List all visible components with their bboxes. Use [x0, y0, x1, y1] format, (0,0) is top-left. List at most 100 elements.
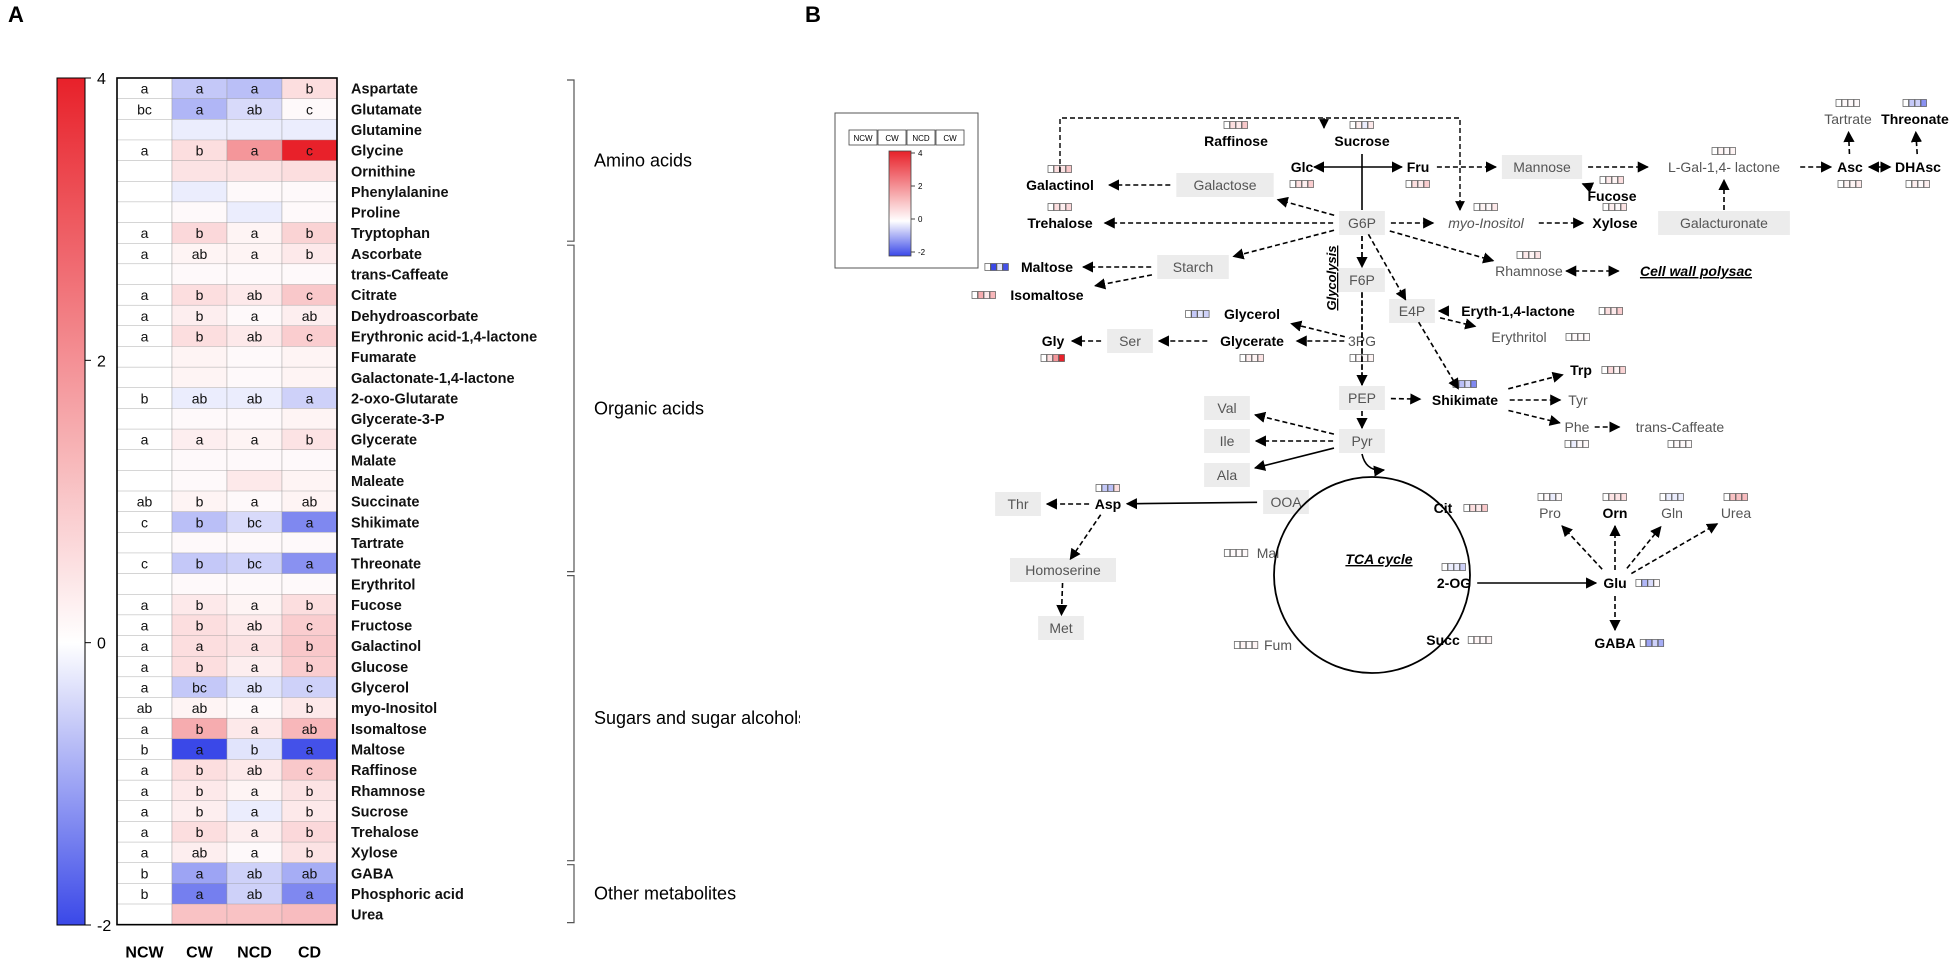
pathway-node-transcaff-color-box	[1685, 440, 1692, 448]
significance-letter: b	[306, 81, 314, 97]
pathway-node-xylose-color-box	[1614, 203, 1621, 211]
pathway-node-xylose: Xylose	[1592, 215, 1637, 231]
pathway-node-glu-color-box	[1653, 579, 1660, 587]
pathway-node-galactinol: Galactinol	[1026, 177, 1094, 193]
pathway-node-trp-color-box	[1607, 366, 1614, 374]
pathway-edge-homoserine-met	[1056, 582, 1068, 617]
pathway-edge-e4p-erythritol	[1439, 317, 1477, 330]
heatmap-cell	[171, 573, 228, 595]
pathway-node-urea: Urea	[1721, 505, 1752, 521]
pathway-node-2og: 2-OG	[1437, 575, 1471, 591]
colorbar-tick-label: -2	[97, 918, 111, 935]
pathway-node-succ: Succ	[1426, 632, 1460, 648]
significance-letter: a	[251, 700, 259, 716]
row-label-aspartate: Aspartate	[351, 82, 418, 98]
pathway-node-e4p: E4P	[1399, 303, 1425, 319]
heatmap-cell	[281, 181, 338, 203]
pathway-node-gaba: GABA	[1594, 635, 1635, 651]
legend-tick-label: 4	[918, 149, 923, 158]
group-bracket	[567, 244, 575, 573]
pathway-node-shikimate-color-box	[1464, 380, 1471, 388]
significance-letter: ab	[247, 762, 263, 778]
pathway-node-xylose-color-box	[1608, 203, 1615, 211]
legend-column-box	[906, 129, 936, 146]
pathway-node-sucrose-color-box	[1355, 121, 1362, 129]
significance-letter: b	[306, 638, 314, 654]
pathway-node-asc-color-box	[1849, 180, 1856, 188]
pathway-node-galactinol-color-box	[1047, 165, 1054, 173]
significance-letter: a	[251, 597, 259, 613]
significance-letter: bc	[192, 680, 207, 696]
heatmap-cell	[171, 201, 228, 224]
pathway-node-erythritol-color-box	[1583, 333, 1590, 341]
pathway-node-3pg-color-box	[1355, 354, 1362, 362]
pathway-node-homoserine: Homoserine	[1025, 562, 1101, 578]
pathway-node-lgal-color-box	[1723, 147, 1730, 155]
group-bracket	[567, 575, 575, 862]
pathway-node-orn-color-box	[1608, 493, 1615, 501]
row-label-tartrate: Tartrate	[351, 536, 404, 552]
pathway-node-raffinose-color-box	[1223, 121, 1230, 129]
heatmap-cell	[281, 366, 338, 389]
pathway-node-trp-color-box	[1619, 366, 1626, 374]
pathway-node-val: Val	[1217, 400, 1236, 416]
pathway-node-3pg-color-box	[1349, 354, 1356, 362]
pathway-node-ooa: OOA	[1270, 494, 1302, 510]
significance-letter: a	[196, 638, 204, 654]
row-label-glutamate: Glutamate	[351, 102, 422, 118]
column-label-ncw: NCW	[125, 945, 164, 961]
row-label-trehalose: Trehalose	[351, 825, 419, 841]
significance-letter: ab	[247, 101, 263, 117]
pathway-node-dhasc-color-box	[1911, 180, 1918, 188]
significance-letter: a	[141, 638, 149, 654]
significance-letter: a	[141, 225, 149, 241]
significance-letter: b	[196, 308, 204, 324]
group-label-sugars-and-sugar-alcohols: Sugars and sugar alcohols	[594, 708, 800, 728]
row-label-dehydroascorbate: Dehydroascorbate	[351, 309, 478, 325]
pathway-edge-pep-shikimate	[1390, 393, 1422, 405]
significance-letter: b	[141, 865, 149, 881]
row-label-glutamine: Glutamine	[351, 123, 422, 139]
significance-letter: a	[251, 845, 259, 861]
significance-letter: b	[141, 886, 149, 902]
pathway-node-fru-color-box	[1405, 180, 1412, 188]
significance-letter: ab	[302, 494, 318, 510]
pathway-node-glycerate-color-box	[1251, 354, 1258, 362]
pathway-node-erythritol-color-box	[1577, 333, 1584, 341]
pathway-node-mal-color-box	[1241, 549, 1249, 557]
pathway-node-threonate-color-box	[1902, 99, 1909, 107]
pathway-node-fum-color-box	[1245, 641, 1253, 649]
pathway-node-xylose-color-box	[1602, 203, 1609, 211]
pathway-edge-starch-isomaltose	[1094, 274, 1153, 290]
significance-letter: a	[141, 597, 149, 613]
significance-letter: ab	[192, 845, 208, 861]
pathway-node-raffinose: Raffinose	[1204, 133, 1268, 149]
pathway-node-lgal: L-Gal-1,4- lactone	[1668, 159, 1780, 175]
pathway-node-trehalose-color-box	[1065, 203, 1072, 211]
pathway-node-orn-color-box	[1614, 493, 1621, 501]
pathway-node-tartrate-color-box	[1841, 99, 1848, 107]
row-label-glycerate-3-p: Glycerate-3-P	[351, 412, 445, 428]
pathway-node-gaba-color-box	[1651, 639, 1659, 647]
significance-letter: a	[196, 81, 204, 97]
pathway-node-dhasc-color-box	[1923, 180, 1930, 188]
colorbar	[56, 77, 86, 926]
pathway-node-isomaltose-color-box	[977, 291, 984, 299]
pathway-node-trehalose-color-box	[1059, 203, 1066, 211]
row-label-sucrose: Sucrose	[351, 804, 408, 820]
pathway-node-erythritol-color-box	[1571, 333, 1578, 341]
significance-letter: c	[306, 328, 313, 344]
pathway-edge-top-loop	[1059, 117, 1465, 211]
pathway-node-g6p-box	[1339, 211, 1385, 235]
pathway-node-asp-color-box	[1095, 484, 1102, 492]
pathway-node-val-box	[1204, 396, 1250, 420]
significance-letter: a	[306, 886, 314, 902]
significance-letter: b	[196, 287, 204, 303]
pathway-node-trehalose-color-box	[1047, 203, 1054, 211]
heatmap-cell	[226, 449, 283, 471]
significance-letter: b	[196, 514, 204, 530]
legend-column-label: NCW	[853, 134, 873, 143]
row-label-fucose: Fucose	[351, 598, 402, 614]
legend-tick-label: 2	[918, 182, 923, 191]
